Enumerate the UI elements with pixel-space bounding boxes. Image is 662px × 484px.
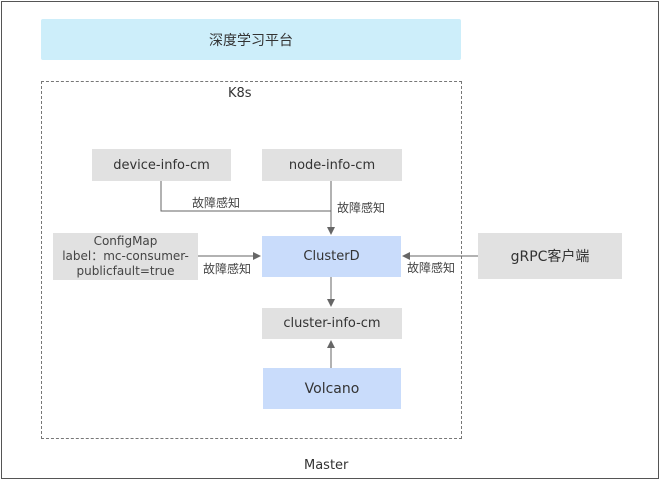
k8s-cluster-frame xyxy=(41,81,462,439)
platform-box: 深度学习平台 xyxy=(41,19,461,60)
node-info-cm-label: node-info-cm xyxy=(288,157,376,173)
grpc-client-label: gRPC客户端 xyxy=(510,249,590,265)
configmap-line-3: publicfault=true xyxy=(76,264,175,278)
volcano-box: Volcano xyxy=(263,368,401,409)
edge-label-grpc: 故障感知 xyxy=(407,261,456,275)
configmap-line-1: ConfigMap xyxy=(93,234,158,248)
clusterd-box: ClusterD xyxy=(262,236,401,277)
node-info-cm-box: node-info-cm xyxy=(262,149,402,181)
edge-label-node: 故障感知 xyxy=(337,201,386,215)
k8s-label: K8s xyxy=(228,86,252,101)
cluster-info-cm-label: cluster-info-cm xyxy=(283,316,381,331)
cluster-info-cm-box: cluster-info-cm xyxy=(262,308,402,339)
device-info-cm-label: device-info-cm xyxy=(113,157,210,173)
device-info-cm-box: device-info-cm xyxy=(92,149,231,181)
configmap-box: ConfigMap label：mc-consumer- publicfault… xyxy=(53,233,198,280)
edge-device-to-clusterd xyxy=(160,181,331,212)
grpc-client-box: gRPC客户端 xyxy=(478,233,622,279)
platform-label: 深度学习平台 xyxy=(209,32,293,49)
clusterd-label: ClusterD xyxy=(303,249,360,264)
edge-label-configmap: 故障感知 xyxy=(203,262,252,276)
master-label: Master xyxy=(304,458,349,473)
edge-label-device: 故障感知 xyxy=(192,196,241,210)
volcano-label: Volcano xyxy=(304,380,360,397)
configmap-line-2: label：mc-consumer- xyxy=(62,249,189,263)
